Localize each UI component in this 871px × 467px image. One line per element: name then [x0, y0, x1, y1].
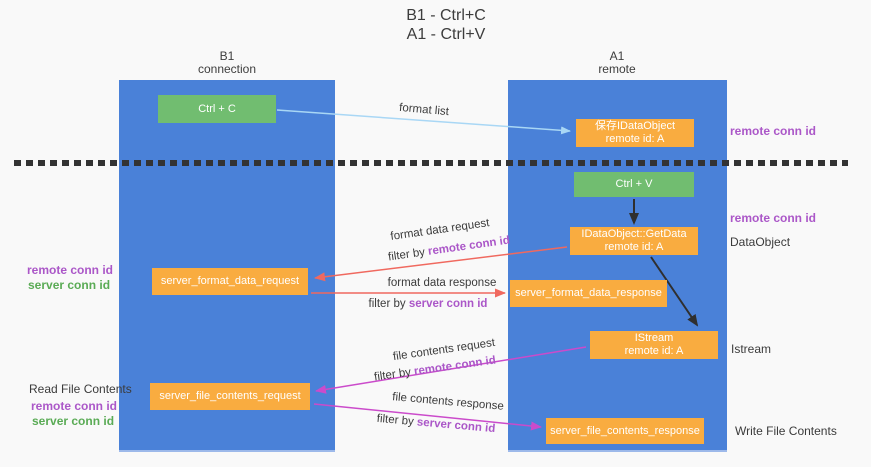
node-save-idataobject-line2: remote id: A	[605, 133, 665, 145]
node-server-format-data-response: server_format_data_response	[510, 280, 667, 307]
node-ctrl-v-label: Ctrl + V	[615, 178, 653, 190]
node-save-idataobject-line1: 保存IDataObject	[594, 120, 676, 132]
node-server-file-contents-request-label: server_file_contents_request	[159, 390, 301, 402]
node-server-format-data-response-label: server_format_data_response	[515, 287, 662, 299]
arrow-format-data-request	[314, 246, 568, 282]
node-idataobject-getdata: IDataObject::GetData remote id: A	[570, 227, 698, 255]
right-remote-conn-id-1: remote conn id	[730, 124, 817, 138]
arrow-file-contents-response	[313, 403, 542, 431]
lifeline-a1-title: A1	[609, 49, 625, 63]
dataobject-label: DataObject	[730, 235, 791, 249]
edge-label-format-data-response: format data response	[388, 277, 497, 289]
lifeline-b1-subtitle: connection	[197, 62, 257, 76]
diagram-title: B1 - Ctrl+C A1 - Ctrl+V	[346, 6, 546, 44]
node-server-file-contents-request: server_file_contents_request	[150, 383, 310, 410]
node-ctrl-c: Ctrl + C	[158, 95, 276, 123]
edge-label-filter-server-1: filter by server conn id	[369, 298, 488, 310]
right-remote-conn-id-2: remote conn id	[730, 211, 817, 225]
node-server-format-data-request-label: server_format_data_request	[160, 275, 300, 287]
write-file-contents-label: Write File Contents	[735, 424, 837, 438]
istream-label: Istream	[731, 342, 772, 356]
node-istream-line2: remote id: A	[624, 345, 684, 357]
arrow-getdata-to-istream	[650, 256, 699, 327]
node-ctrl-c-label: Ctrl + C	[198, 102, 236, 115]
lifeline-b1-title: B1	[219, 49, 235, 63]
title-line-2: A1 - Ctrl+V	[406, 26, 486, 43]
filter-by-text: filter by	[368, 298, 409, 310]
title-line-1: B1 - Ctrl+C	[406, 7, 486, 24]
server-conn-id-text: server conn id	[408, 298, 488, 310]
left-remote-conn-id-1: remote conn id	[27, 263, 114, 277]
node-ctrl-v: Ctrl + V	[574, 172, 694, 197]
node-istream-line1: IStream	[634, 332, 674, 344]
node-save-idataobject: 保存IDataObject remote id: A	[576, 119, 694, 147]
lifeline-header-a1: A1 remote	[567, 50, 667, 76]
lifeline-header-b1: B1 connection	[177, 50, 277, 76]
node-server-file-contents-response: server_file_contents_response	[546, 418, 704, 444]
lifeline-a1-subtitle: remote	[598, 62, 636, 76]
read-file-contents-label: Read File Contents	[29, 382, 132, 396]
node-server-format-data-request: server_format_data_request	[152, 268, 308, 295]
node-getdata-line1: IDataObject::GetData	[581, 228, 687, 240]
node-istream: IStream remote id: A	[590, 331, 718, 359]
left-server-conn-id-1: server conn id	[28, 278, 111, 292]
left-remote-conn-id-2: remote conn id	[31, 399, 118, 413]
format-data-response-text: format data response	[387, 277, 497, 289]
arrow-format-list	[276, 109, 571, 135]
left-server-conn-id-2: server conn id	[32, 414, 115, 428]
node-server-file-contents-response-label: server_file_contents_response	[550, 424, 700, 437]
node-getdata-line2: remote id: A	[604, 241, 664, 253]
arrow-file-contents-request	[315, 346, 587, 394]
